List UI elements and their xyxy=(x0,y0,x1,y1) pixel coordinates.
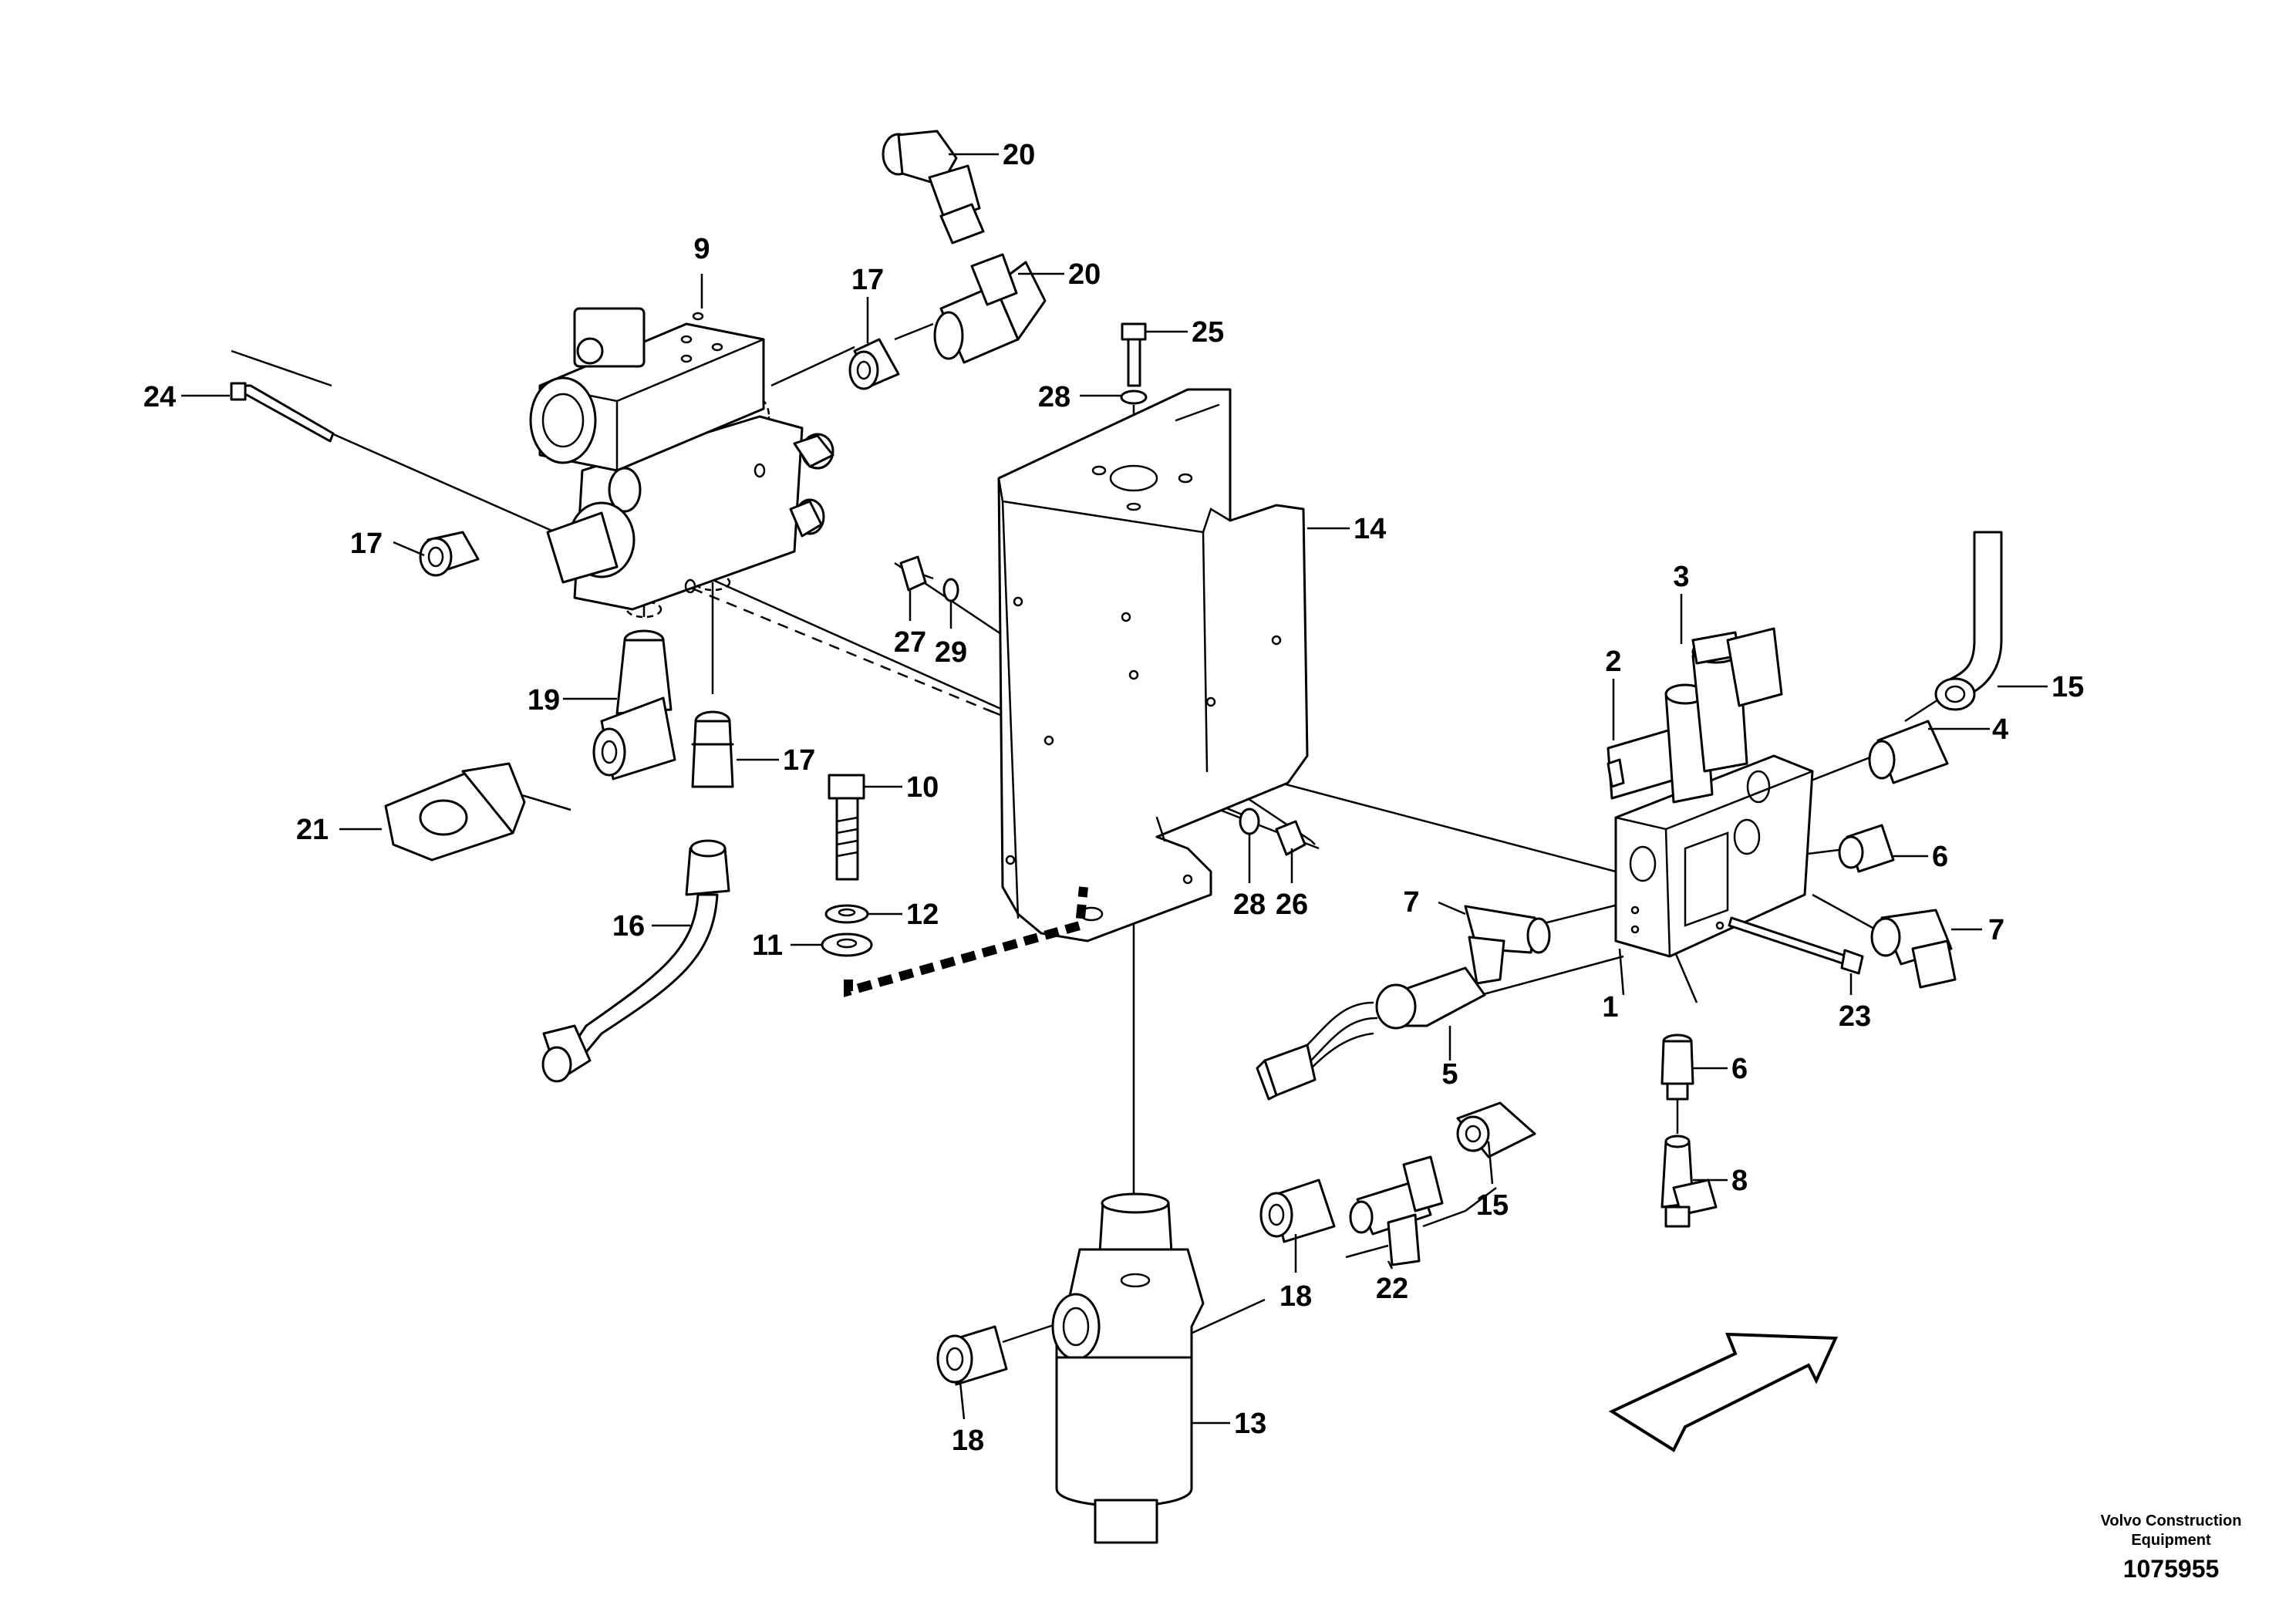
washer-11 xyxy=(821,932,873,957)
solenoid-3 xyxy=(1691,627,1783,773)
callout-29: 29 xyxy=(935,636,967,669)
callout-17-upper: 17 xyxy=(851,264,884,296)
filter-13 xyxy=(1051,1192,1205,1544)
elbow-20-lower xyxy=(933,253,1047,364)
callout-15-lower: 15 xyxy=(1476,1189,1509,1222)
bolt-10 xyxy=(828,774,865,881)
callout-3: 3 xyxy=(1673,561,1689,593)
fitting-17-lower xyxy=(691,710,734,788)
callout-16: 16 xyxy=(612,910,645,943)
callout-12: 12 xyxy=(906,899,939,931)
callout-10: 10 xyxy=(906,771,939,804)
callout-25: 25 xyxy=(1192,316,1224,349)
bolt-25 xyxy=(1121,322,1147,387)
bolt-24 xyxy=(230,382,335,443)
fitting-18-left xyxy=(936,1325,1008,1386)
elbow-20-upper xyxy=(882,130,985,244)
nut-27 xyxy=(899,555,927,592)
washer-12 xyxy=(824,904,869,924)
cable-harness xyxy=(844,886,1088,997)
callout-22: 22 xyxy=(1376,1273,1408,1305)
washer-28-lower xyxy=(1239,808,1260,835)
solenoid-2 xyxy=(1607,683,1714,804)
hose-15-upper xyxy=(1934,531,2003,711)
hose-end-15-lower xyxy=(1456,1101,1536,1158)
leader-lines xyxy=(181,153,2048,1425)
callout-27: 27 xyxy=(894,626,926,659)
company-name-line1: Volvo Construction xyxy=(2101,1512,2242,1529)
sensor-5 xyxy=(1256,966,1486,1101)
callout-20-lower: 20 xyxy=(1068,258,1101,291)
callout-23: 23 xyxy=(1839,1000,1871,1033)
fitting-4 xyxy=(1868,720,1949,784)
callout-24: 24 xyxy=(143,381,176,413)
callout-4: 4 xyxy=(1992,713,2008,746)
callout-2: 2 xyxy=(1605,646,1621,678)
callout-labels: 1 2 3 4 5 6 6 7 7 8 9 10 11 12 13 14 15 … xyxy=(143,139,2084,1457)
callout-5: 5 xyxy=(1441,1058,1458,1091)
fitting-6-lower xyxy=(1660,1034,1694,1101)
valve-block-9 xyxy=(529,307,834,611)
callout-20-upper: 20 xyxy=(1003,139,1035,171)
pipe-16 xyxy=(541,839,730,1083)
callout-8: 8 xyxy=(1731,1165,1748,1197)
callout-18-right: 18 xyxy=(1279,1280,1312,1313)
elbow-19 xyxy=(592,629,676,781)
callout-6-lower: 6 xyxy=(1731,1053,1748,1085)
elbow-7-right xyxy=(1870,909,1957,989)
callout-13: 13 xyxy=(1234,1408,1266,1440)
callout-18-left: 18 xyxy=(952,1425,984,1457)
callout-7-right: 7 xyxy=(1988,914,2004,946)
bracket-14 xyxy=(997,388,1309,943)
direction-arrow xyxy=(1608,1332,1839,1452)
washer-28-upper xyxy=(1120,389,1148,405)
callout-1: 1 xyxy=(1602,991,1618,1023)
callout-9: 9 xyxy=(693,233,710,265)
fitting-18-right xyxy=(1259,1179,1336,1243)
drawing-number: 1075955 xyxy=(2123,1555,2220,1583)
callout-26: 26 xyxy=(1276,889,1308,921)
elbow-7-left xyxy=(1464,905,1551,985)
callout-6-right: 6 xyxy=(1932,841,1948,873)
elbow-21 xyxy=(384,762,526,862)
callout-17-left: 17 xyxy=(350,528,383,560)
washer-29 xyxy=(942,578,959,602)
tee-8 xyxy=(1660,1135,1718,1228)
fitting-6-right xyxy=(1838,824,1895,873)
fitting-17-left xyxy=(419,531,480,577)
callout-7-left: 7 xyxy=(1403,886,1419,919)
fitting-17-upper xyxy=(848,338,900,390)
company-name-line2: Equipment xyxy=(2131,1532,2211,1549)
callout-11: 11 xyxy=(752,929,783,962)
callout-28-lower: 28 xyxy=(1233,889,1266,921)
callout-14: 14 xyxy=(1354,513,1386,545)
nut-26 xyxy=(1275,820,1306,856)
bolt-23 xyxy=(1728,916,1864,975)
callout-17-lower: 17 xyxy=(783,744,815,777)
callout-15-upper: 15 xyxy=(2052,671,2084,703)
callout-28-upper: 28 xyxy=(1038,381,1070,413)
callout-19: 19 xyxy=(528,684,560,717)
valve-block-1 xyxy=(1614,754,1814,958)
drawing-footer: Volvo Construction Equipment 1075955 xyxy=(2101,1512,2242,1583)
callout-21: 21 xyxy=(296,814,329,846)
tee-22 xyxy=(1349,1155,1444,1266)
